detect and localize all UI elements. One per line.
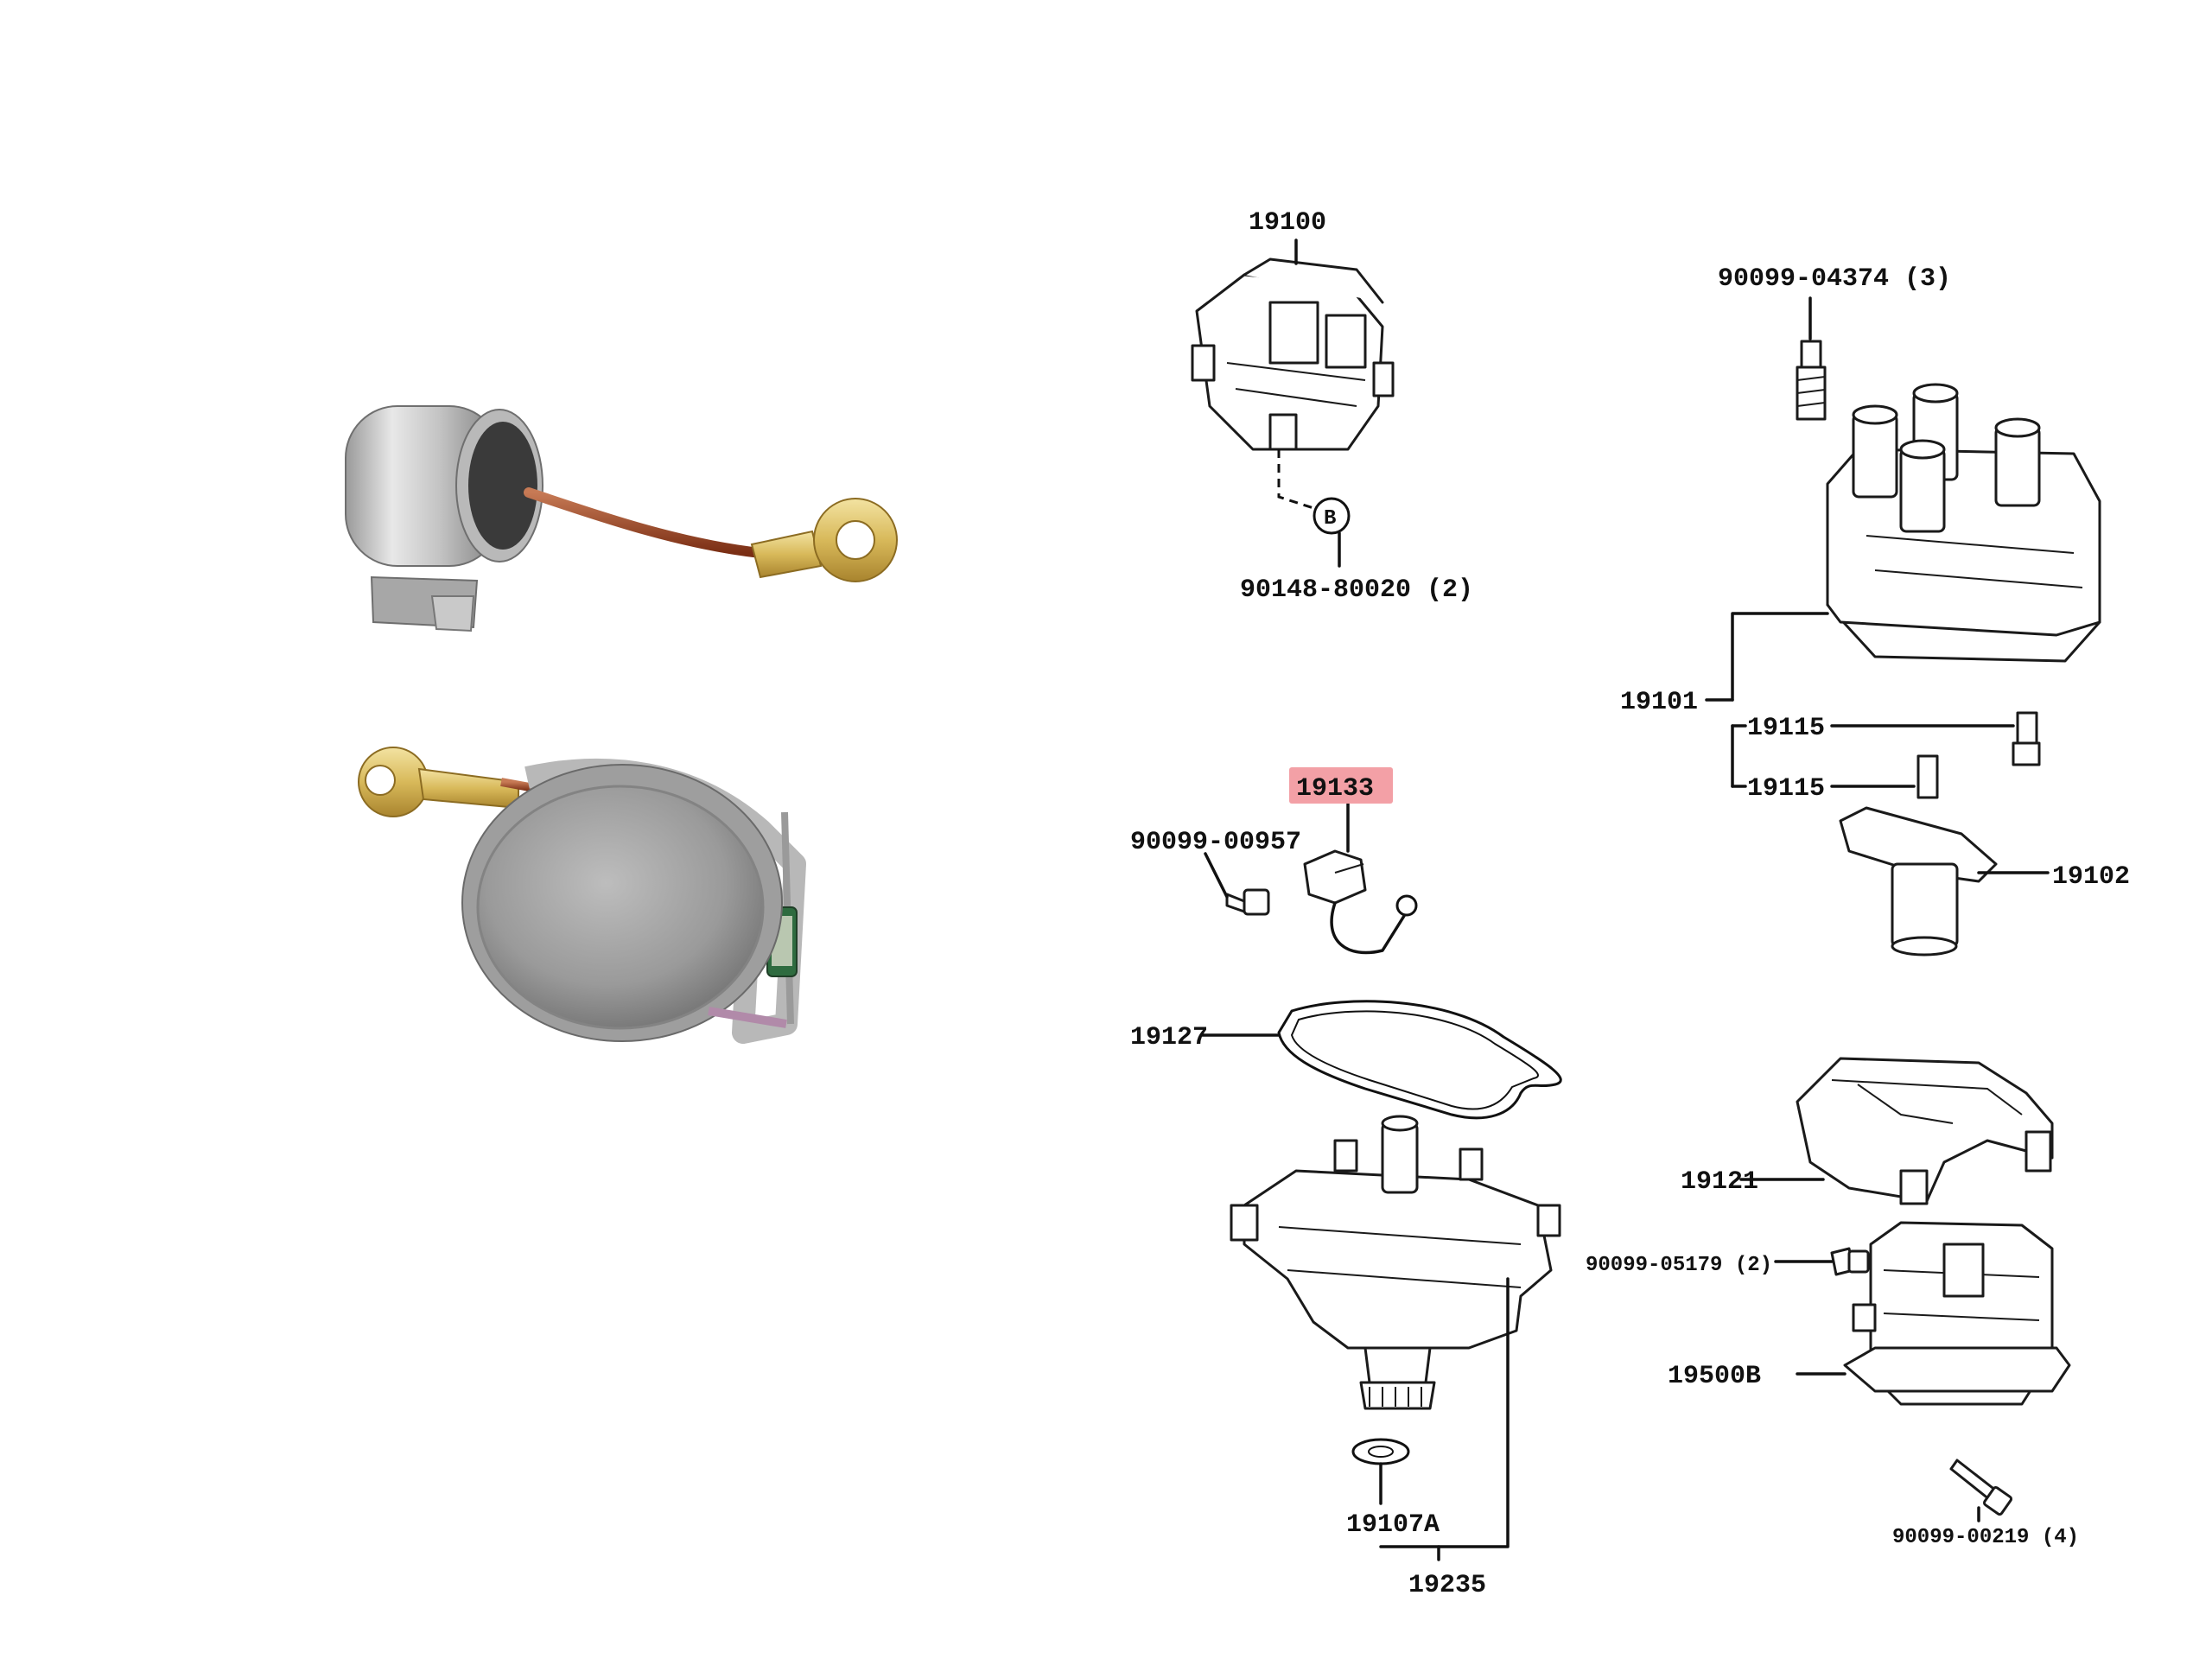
callout-19100: 19100 [1249, 208, 1326, 238]
highlight-19133 [1289, 767, 1393, 804]
condenser-photo-top [345, 405, 898, 632]
callout-19127: 19127 [1130, 1023, 1208, 1052]
callout-19500B: 19500B [1668, 1362, 1761, 1391]
callout-90099-00219: 90099-00219 (4) [1892, 1526, 2079, 1549]
distributor-assembly-drawing [1191, 238, 1395, 568]
condenser-drawing [1303, 802, 1418, 955]
leader-lines [1379, 612, 2050, 1561]
igniter-base-drawing [1796, 1221, 2071, 1406]
gasket-drawing [1199, 1000, 1562, 1120]
cover-drawing [1796, 1057, 2054, 1205]
callout-B: B [1324, 507, 1336, 531]
callout-19107A: 19107A [1346, 1510, 1440, 1540]
rotor-drawing [1839, 806, 1998, 957]
callout-90099-05179: 90099-05179 (2) [1586, 1254, 1772, 1277]
condenser-photo-bottom [358, 747, 806, 1044]
bolt-drawing [1949, 1459, 2013, 1522]
small-screw-drawing [1774, 1247, 1870, 1276]
callout-19101: 19101 [1620, 688, 1698, 717]
washer-drawing [1351, 1438, 1410, 1505]
spring-19115-upper [2012, 711, 2041, 766]
callout-19115-lower: 19115 [1747, 774, 1825, 804]
spring-19115-lower [1916, 754, 1939, 799]
callout-90099-00957: 90099-00957 [1130, 828, 1301, 857]
screw-drawing [1204, 852, 1270, 916]
callout-19235: 19235 [1408, 1571, 1486, 1600]
housing-drawing [1230, 1115, 1561, 1410]
callout-labels: 19100 90148-80020 (2) B 90099-04374 (3) … [1130, 208, 2130, 1600]
callout-19115-upper: 19115 [1747, 714, 1825, 743]
callout-19121: 19121 [1681, 1167, 1758, 1197]
callout-90148-80020: 90148-80020 (2) [1240, 575, 1473, 605]
callout-19102: 19102 [2052, 862, 2130, 892]
callout-19133: 19133 [1296, 774, 1374, 804]
callout-90099-04374: 90099-04374 (3) [1718, 264, 1951, 294]
distributor-cap-drawing [1796, 296, 2101, 663]
